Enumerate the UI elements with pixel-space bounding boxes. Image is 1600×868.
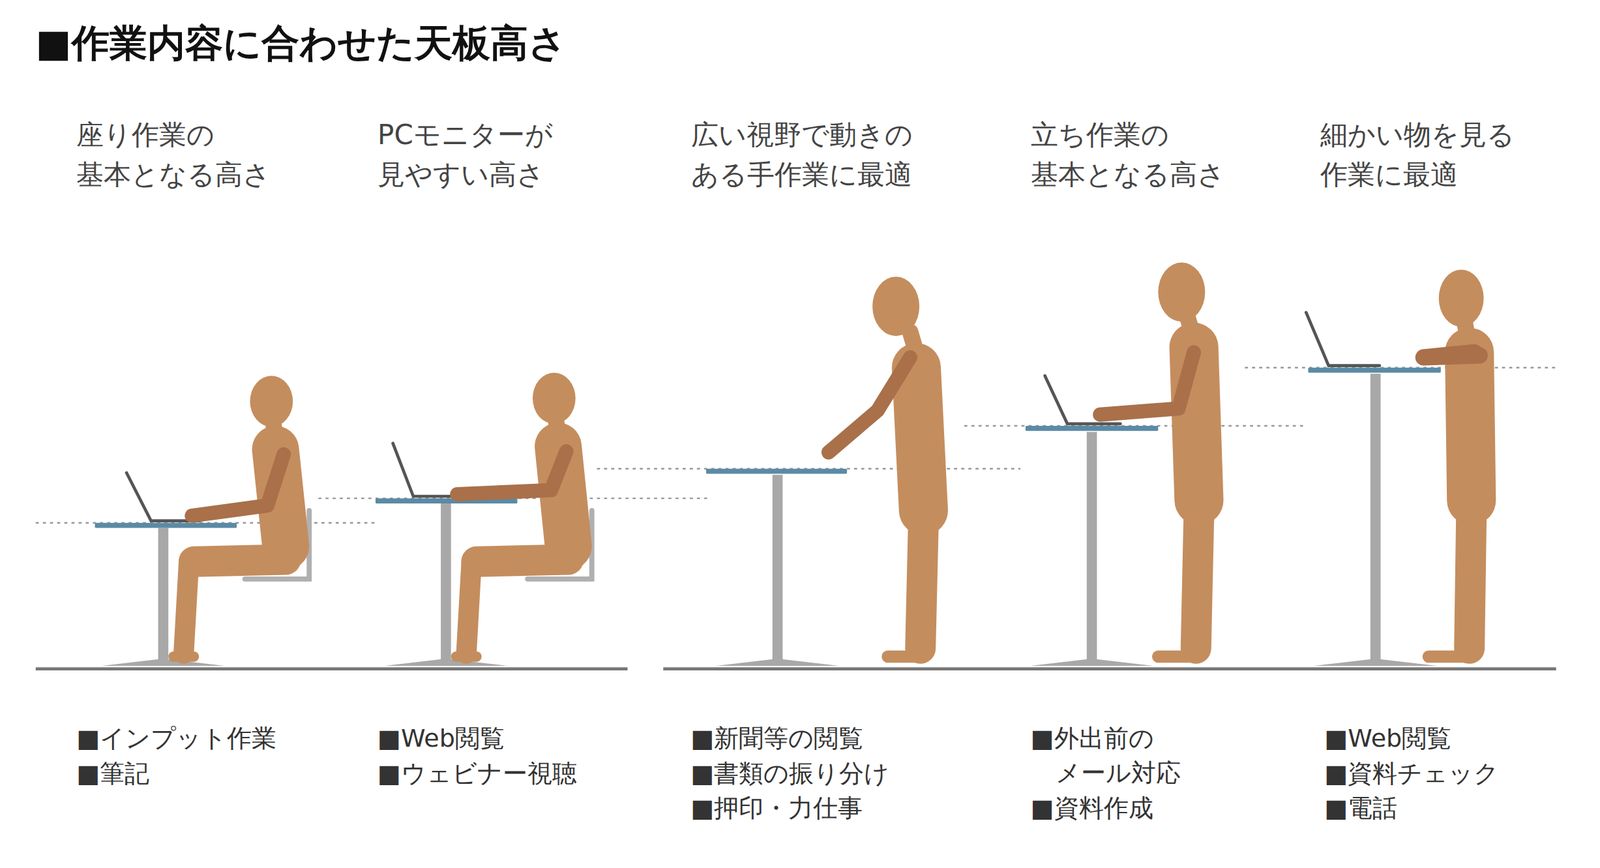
heads: [249, 262, 1484, 427]
column-heading: 座り作業の 基本となる高さ: [76, 115, 353, 195]
task-item: ■新聞等の閲覧: [691, 721, 1002, 756]
column-heading: 立ち作業の 基本となる高さ: [1030, 115, 1307, 195]
page-title: ■作業内容に合わせた天板高さ: [35, 18, 567, 70]
task-item: ■ウェビナー視聴: [377, 756, 688, 791]
task-item: ■外出前の メール対応: [1030, 721, 1250, 791]
task-item: ■Web閲覧: [1324, 721, 1595, 756]
task-item: ■インプット作業: [76, 721, 387, 756]
floor: [35, 666, 1557, 671]
column-heading: 細かい物を見る 作業に最適: [1320, 115, 1597, 195]
task-item: ■書類の振り分け: [691, 756, 1002, 791]
column-heading: 広い視野で動きの ある手作業に最適: [691, 115, 988, 195]
task-item: ■資料チェック: [1324, 756, 1595, 791]
task-item: ■Web閲覧: [377, 721, 688, 756]
task-item: ■資料作成: [1030, 790, 1342, 826]
task-item: ■押印・力仕事: [691, 790, 1002, 826]
task-item: ■筆記: [76, 756, 387, 791]
figures: [173, 314, 1480, 657]
tables: [95, 367, 1441, 666]
laptops: [126, 312, 1380, 521]
column-heading: PCモニターが 見やすい高さ: [377, 115, 654, 195]
task-item: ■電話: [1324, 790, 1595, 826]
